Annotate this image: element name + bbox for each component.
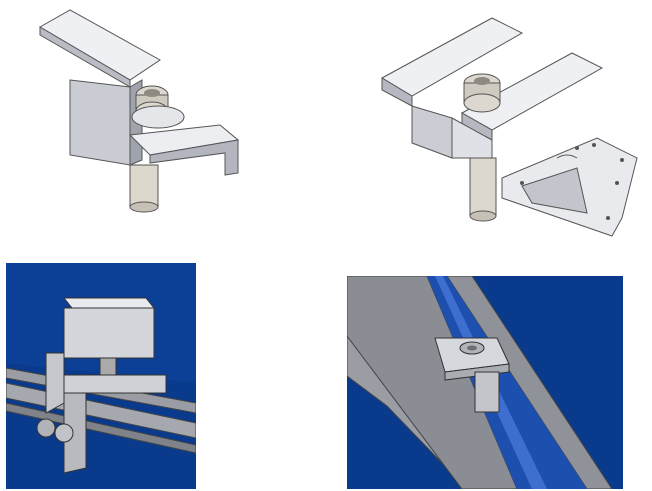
end-clamp-illustration <box>39 9 240 213</box>
mid-clamp-installed-photo <box>347 276 623 489</box>
end-clamp-installed-photo <box>6 263 196 489</box>
mid-clamp-render <box>372 8 644 243</box>
mid-clamp-illustration <box>380 17 638 237</box>
end-clamp-render <box>30 5 250 215</box>
mid-clamp-installed-illustration <box>347 276 623 489</box>
end-clamp-installed-illustration <box>6 263 196 489</box>
